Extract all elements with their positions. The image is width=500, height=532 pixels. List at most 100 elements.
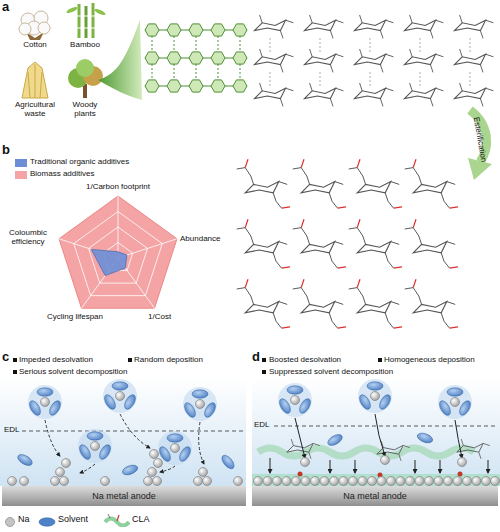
cellulose-structure [420, 38, 421, 52]
radar-chart [59, 196, 177, 308]
panel-d-scene [425, 477, 434, 486]
cellulose-fiber [218, 36, 219, 52]
legend-symbol [38, 514, 56, 532]
cellulose-fiber [145, 52, 159, 64]
biomass-icons [22, 62, 48, 98]
biomass-icons [77, 16, 95, 17]
panel-c-scene [8, 477, 17, 486]
panel-c-scene [0, 358, 246, 486]
cellulose-structure [254, 83, 293, 106]
cellulose-structure [454, 15, 493, 38]
cellulose-fiber [145, 30, 247, 86]
cla-structure [237, 159, 458, 328]
cellulose-structure [454, 83, 493, 106]
panel-c-scene [102, 379, 137, 413]
panel-d-scene [444, 477, 453, 486]
legend-text: Solvent [58, 514, 88, 524]
panel-d-scene [453, 477, 462, 486]
panel-d-scene [252, 474, 500, 486]
panel-d-scene [491, 477, 500, 486]
axis-label: 1/Carbon footprint [68, 182, 168, 191]
legend-text: CLA [132, 514, 150, 524]
cellulose-fiber [152, 64, 153, 80]
source-label: Woody plants [65, 100, 105, 118]
panel-d-scene [358, 477, 367, 486]
panel-c-scene [77, 429, 112, 463]
cellulose-fiber [196, 36, 197, 52]
cellulose-structure [254, 49, 293, 72]
panel-d-scene [295, 418, 305, 458]
panel-letter: b [2, 143, 16, 158]
anode-bar: Na metal anode [252, 486, 498, 506]
cellulose-structure [404, 15, 443, 38]
cellulose-structure [254, 15, 293, 38]
biomass-icons [85, 6, 88, 38]
panel-c-scene [56, 468, 65, 477]
cla-structure [349, 219, 402, 268]
panel-d-scene [349, 477, 358, 486]
panel-c-scene [144, 477, 153, 486]
panel-d-scene [378, 358, 382, 362]
panel-c-scene [150, 450, 159, 459]
cellulose-structure [354, 83, 393, 106]
panel-d-scene [320, 477, 329, 486]
panel-c-scene [80, 464, 95, 473]
axis-label: Abundance [180, 234, 240, 243]
axis-label: 1/Cost [148, 312, 198, 321]
panel-c-scene [62, 459, 71, 468]
panel-c-scene [182, 387, 217, 421]
cla-structure [349, 279, 402, 328]
panel-d-scene [254, 477, 263, 486]
biomass-icons [40, 72, 42, 98]
cellulose-fiber [233, 24, 247, 36]
cellulose-structure [454, 49, 493, 72]
cellulose-fiber [167, 80, 181, 92]
cla-structure [293, 279, 346, 328]
axis-label: Cycling lifespan [40, 312, 110, 321]
biomass-icons [66, 6, 79, 15]
cellulose-fiber [189, 52, 203, 64]
cla-structure [405, 219, 458, 268]
legend-symbol [104, 513, 130, 531]
panel-c-scene [101, 477, 110, 486]
legend-text: Na [18, 514, 30, 524]
panel-c-scene [45, 414, 204, 473]
legend-swatch [15, 171, 27, 179]
source-label: Cotton [10, 40, 60, 49]
cellulose-fiber [167, 52, 181, 64]
biomass-icons [78, 4, 81, 38]
cellulose-structure [420, 72, 421, 86]
panel-d-scene [458, 472, 463, 477]
biomass-icons [94, 8, 107, 17]
panel-c-scene [199, 422, 204, 464]
layer-label: EDL [4, 425, 34, 434]
panel-c-scene [13, 358, 17, 362]
cellulose-structure [270, 72, 271, 86]
cla-structure [293, 219, 346, 268]
cellulose-fiber [98, 20, 142, 100]
esterification-arrow [468, 110, 492, 180]
cellulose-structure [404, 49, 443, 72]
panel-c-scene [220, 453, 237, 471]
panel-c-scene [16, 452, 34, 467]
cla-structure [237, 279, 290, 328]
cellulose-fiber [211, 80, 225, 92]
layer-label: EDL [254, 420, 284, 429]
panel-letter: c [2, 350, 16, 365]
panel-c-scene [199, 468, 208, 477]
legend-symbol [4, 516, 16, 528]
panel-d-scene [301, 477, 310, 486]
cellulose-fiber [211, 24, 225, 36]
cla-structure [405, 279, 458, 328]
panel-d-scene [270, 458, 271, 473]
bullet-text: Homogeneous deposition [384, 355, 499, 364]
cellulose-fiber [233, 52, 247, 64]
cellulose-structure [470, 38, 471, 52]
panel-d-scene [375, 414, 385, 456]
panel-d-scene [357, 379, 392, 413]
panel-d-scene [396, 477, 405, 486]
cellulose-structure [270, 38, 271, 52]
cellulose-fiber [189, 80, 203, 92]
panel-d-scene [274, 426, 498, 427]
panel-c-scene [51, 477, 60, 486]
